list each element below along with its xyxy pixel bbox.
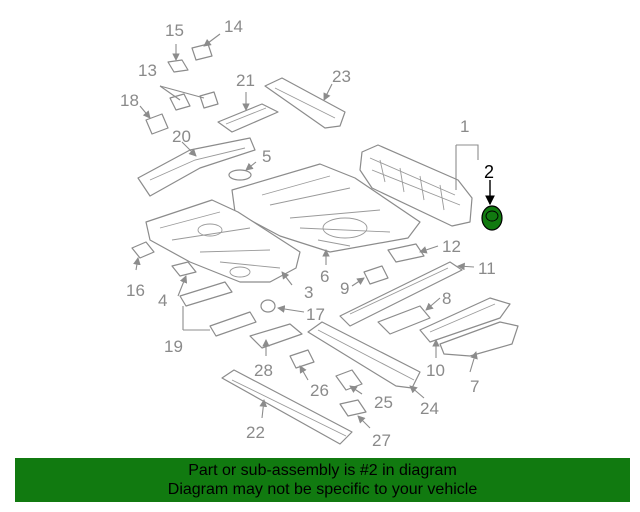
callout-25: 25 (374, 393, 393, 412)
callout-4: 4 (158, 291, 167, 310)
part-13-brackets (169, 91, 219, 111)
callout-24: 24 (420, 399, 439, 418)
part-18-bracket (145, 113, 169, 135)
callout-14: 14 (224, 17, 243, 36)
callout-12: 12 (442, 237, 461, 256)
part-28-bracket (249, 323, 303, 349)
callout-8: 8 (442, 289, 451, 308)
part-6-center-floor-pan (231, 163, 421, 253)
part-17-ring (260, 299, 276, 313)
callout-19: 19 (164, 337, 183, 356)
callout-28: 28 (254, 361, 273, 380)
part-26-bracket (289, 349, 315, 369)
part-12-bracket (387, 243, 425, 263)
part-15-bracket (167, 59, 189, 73)
callout-9: 9 (340, 279, 349, 298)
callout-2: 2 (484, 162, 494, 182)
info-banner: Part or sub-assembly is #2 in diagram Di… (15, 458, 630, 502)
part-4-bracket (171, 261, 197, 277)
callout-16: 16 (126, 281, 145, 300)
part-2-plug (481, 205, 503, 231)
part-23-rail (264, 77, 346, 129)
callout-22: 22 (246, 423, 265, 442)
part-21-rail (217, 103, 279, 133)
part-16-pad (131, 241, 155, 259)
callout-11: 11 (478, 259, 496, 278)
leader-lines (133, 33, 495, 429)
part-20-side-member (137, 137, 256, 197)
part-5-plug (228, 169, 252, 181)
callout-13: 13 (138, 61, 157, 80)
part-19-reinforcements (179, 281, 257, 337)
callout-20: 20 (172, 127, 191, 146)
part-27-bracket (339, 399, 367, 417)
callout-21: 21 (236, 71, 255, 90)
part-10-rear-member (419, 297, 511, 343)
callout-23: 23 (332, 67, 351, 86)
callout-17: 17 (306, 305, 325, 324)
callout-27: 27 (372, 431, 391, 450)
callout-1: 1 (460, 117, 469, 136)
part-14-bracket (191, 43, 213, 61)
callout-26: 26 (310, 381, 329, 400)
part-24-member (307, 321, 421, 389)
callout-10: 10 (426, 361, 445, 380)
part-22-crossmember (221, 369, 353, 445)
part-1-rear-panel (359, 144, 473, 227)
callout-15: 15 (165, 21, 184, 40)
part-7-extension (439, 321, 519, 357)
callout-3: 3 (304, 283, 313, 302)
banner-line-2: Diagram may not be specific to your vehi… (167, 481, 478, 498)
callout-7: 7 (470, 377, 479, 396)
callout-18: 18 (120, 91, 139, 110)
part-8-bracket (377, 305, 431, 335)
callout-labels: 1 2 3 4 5 6 7 8 9 10 11 12 13 14 15 16 1… (120, 17, 496, 450)
part-25-bracket (335, 369, 363, 391)
part-9-bracket (363, 265, 389, 285)
callout-6: 6 (320, 267, 329, 286)
parts-diagram: 1 2 3 4 5 6 7 8 9 10 11 12 13 14 15 16 1… (120, 17, 519, 450)
callout-5: 5 (262, 147, 271, 166)
banner-line-1: Part or sub-assembly is #2 in diagram (188, 462, 457, 479)
